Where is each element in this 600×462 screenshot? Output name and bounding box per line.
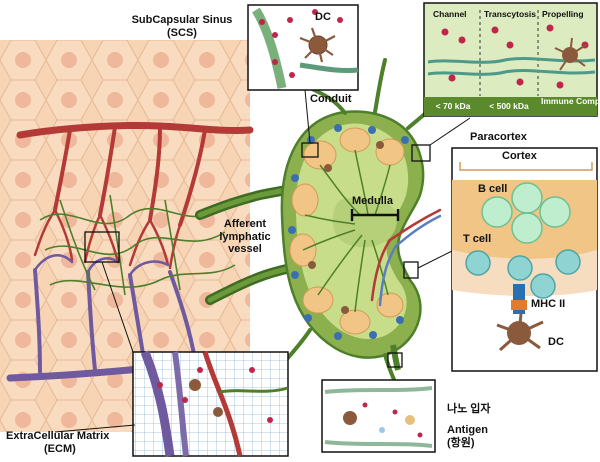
scs-label-line2: (SCS) [167, 26, 197, 39]
dc-top-label: DC [315, 11, 331, 23]
afferent-label: Afferent lymphatic vessel [210, 218, 280, 256]
zoom-box-efferent [387, 352, 403, 368]
cortex-label: Cortex [502, 150, 537, 162]
zoom-box-paracortex [411, 144, 431, 162]
b-cell-label: B cell [478, 183, 508, 195]
medulla-label: Medulla [352, 195, 393, 207]
cortex-zoom-panel [451, 147, 598, 372]
lymph-node [280, 110, 442, 359]
transport-header-transcytosis: Transcytosis [484, 9, 536, 19]
afferent-label-line2: lymphatic [219, 230, 271, 243]
ecm-label-line2: (ECM) [44, 442, 76, 455]
dc-right-label: DC [548, 336, 564, 348]
efferent-vessel [390, 344, 401, 371]
antigen-label-line2: (항원) [447, 436, 475, 449]
scs-label-line1: SubCapsular Sinus [131, 14, 233, 26]
antigen-label-line1: Antigen [447, 424, 488, 436]
paracortex-label: Paracortex [470, 131, 527, 143]
t-cell-label: T cell [463, 233, 492, 245]
afferent-label-line3: vessel [228, 243, 262, 256]
ecm-label-line1: ExtraCellular Matrix [6, 430, 110, 442]
lymph-flow-panel [321, 379, 436, 453]
transport-footer-immune-complex: Immune Complex [541, 96, 600, 106]
lymphatic-capillaries [39, 194, 236, 296]
ecm-panel [132, 350, 289, 457]
zoom-box-cortex [403, 261, 419, 279]
transport-footer-70kda: < 70 kDa [435, 101, 471, 111]
afferent-label-line1: Afferent [223, 218, 267, 230]
conduit-label: Conduit [310, 93, 352, 105]
mhc-label: MHC II [531, 298, 566, 310]
transport-footer-500kda: < 500 kDa [489, 101, 529, 111]
transport-header-channel: Channel [433, 9, 467, 19]
scs-zoom-panel [247, 4, 359, 91]
scs-label: SubCapsular Sinus (SCS) [118, 14, 246, 39]
antigen-label: Antigen (항원) [447, 424, 488, 449]
transport-header-propelling: Propelling [542, 9, 584, 19]
transport-panel [423, 2, 598, 117]
nanoparticle-label: 나노 입자 [447, 403, 491, 415]
ecm-label: ExtraCellular Matrix (ECM) [6, 430, 109, 455]
